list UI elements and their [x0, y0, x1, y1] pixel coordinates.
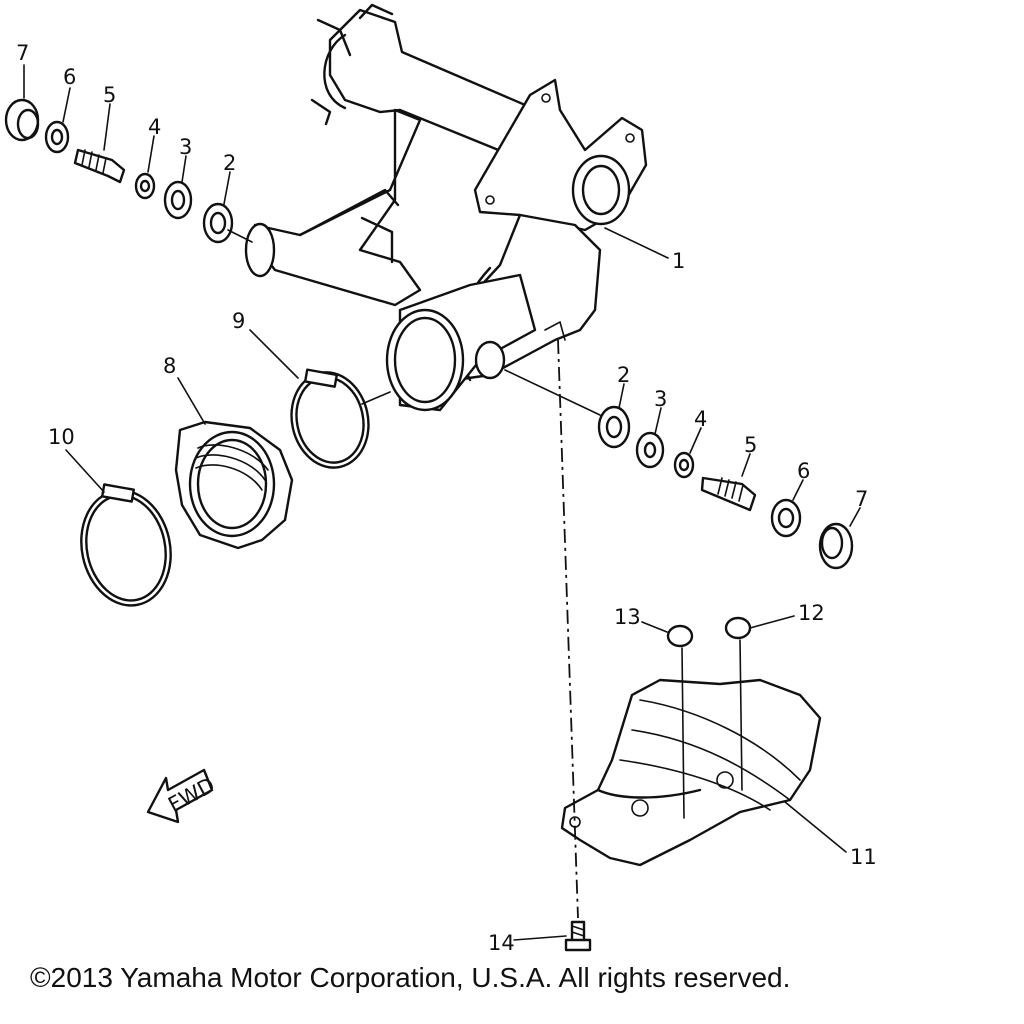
clamp-part-10: [80, 483, 172, 607]
swingarm-part-1: [244, 3, 648, 412]
callout-3-left: 3: [179, 135, 192, 159]
guard-part-11: [560, 678, 822, 867]
callout-6-right: 6: [797, 459, 810, 483]
bolt-part-14: [564, 920, 592, 952]
boot-part-8: [174, 420, 294, 550]
callout-7-right: 7: [855, 487, 868, 511]
callout-5-right: 5: [744, 433, 757, 457]
callout-2-left: 2: [223, 151, 236, 175]
copyright-notice: ©2013 Yamaha Motor Corporation, U.S.A. A…: [30, 962, 791, 993]
callout-9: 9: [232, 309, 245, 333]
callout-3-right: 3: [654, 387, 667, 411]
callout-4-right: 4: [694, 407, 707, 431]
callout-2-right: 2: [617, 363, 630, 387]
callout-8: 8: [163, 354, 176, 378]
left-bearing-stack: [4, 98, 253, 244]
callout-4-left: 4: [148, 115, 161, 139]
rubber-part-13: [666, 624, 694, 819]
clamp-part-9: [290, 368, 391, 469]
rubber-part-12: [724, 616, 752, 791]
callout-14: 14: [488, 931, 515, 955]
callout-5-left: 5: [103, 83, 116, 107]
right-bearing-stack: [504, 369, 854, 570]
callout-11: 11: [850, 845, 877, 869]
callout-12: 12: [798, 601, 825, 625]
callout-13: 13: [614, 605, 641, 629]
callout-6-left: 6: [63, 65, 76, 89]
callout-7-left: 7: [16, 41, 29, 65]
callout-1: 1: [672, 249, 685, 273]
fwd-arrow-icon: FWD: [146, 768, 219, 824]
callout-10: 10: [48, 425, 75, 449]
